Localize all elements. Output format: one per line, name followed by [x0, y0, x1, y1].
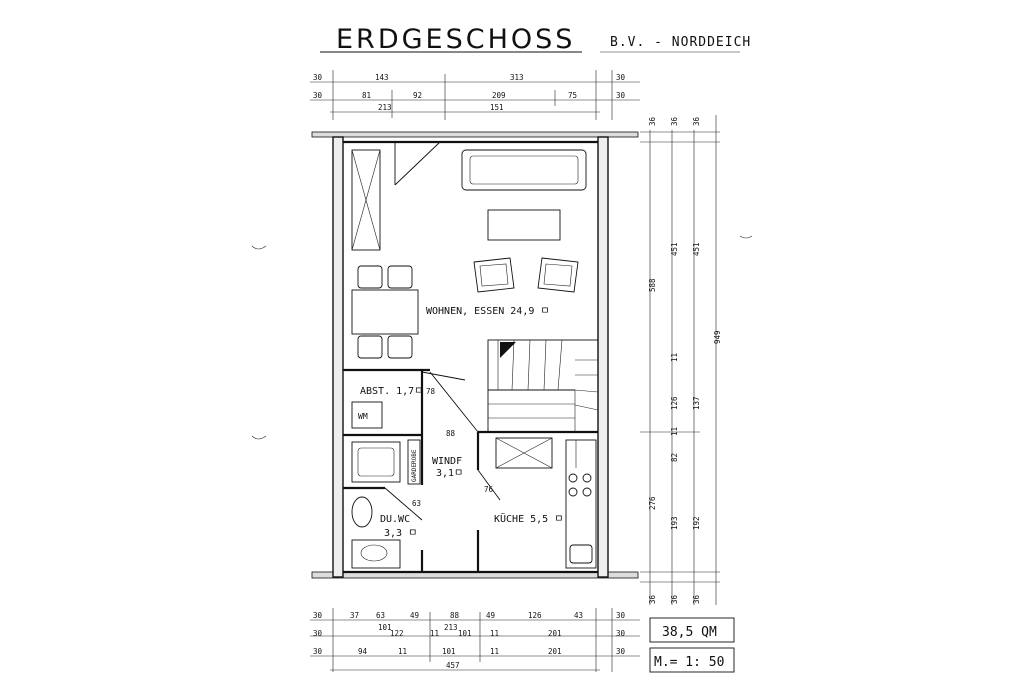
- dim-bottom-18: 30: [616, 629, 626, 638]
- dim-top-2: 143: [375, 73, 389, 82]
- room-label-duwc: DU.WC: [380, 514, 410, 525]
- scale-box: M.= 1: 50: [649, 647, 735, 673]
- dim-top-10: 30: [616, 91, 626, 100]
- right-dimension-chain: 36 36 36 451 451 588 949 11 126 137 11 8…: [640, 115, 722, 605]
- dim-bottom-5: 88: [450, 611, 460, 620]
- dim-right-16: 36: [648, 594, 657, 604]
- stove-burners: [568, 473, 592, 497]
- armchair-left: [473, 257, 515, 293]
- staircase: [487, 339, 599, 433]
- dim-bottom-14: 11: [430, 629, 439, 638]
- dim-right-3: 36: [692, 116, 701, 126]
- dim-bottom-1: 30: [313, 611, 323, 620]
- door-swings: [384, 141, 501, 521]
- dim-bottom-16: 11: [490, 629, 499, 638]
- dim-right-2: 36: [670, 116, 679, 126]
- dim-bottom-6: 49: [486, 611, 495, 620]
- garderobe-label: GARDEROBE: [411, 449, 418, 482]
- dim-bottom-26: 457: [446, 661, 460, 670]
- shower-tray: [351, 441, 401, 483]
- dim-right-8: 11: [670, 353, 679, 362]
- scan-mark-right: [739, 235, 753, 239]
- dim-top-1: 30: [313, 73, 323, 82]
- dim-bottom-3: 63: [376, 611, 385, 620]
- total-area: 38,5 QM: [662, 625, 717, 640]
- dim-top-5: 30: [313, 91, 323, 100]
- kitchen-counter: [495, 437, 597, 569]
- dim-right-11: 11: [670, 427, 679, 436]
- dim-bottom-24: 201: [548, 647, 562, 656]
- dim-bottom-8: 43: [574, 611, 583, 620]
- dim-bottom-4: 49: [410, 611, 419, 620]
- dim-top-3: 313: [510, 73, 524, 82]
- scan-punch-mark-upper: [251, 245, 267, 250]
- dim-right-13: 276: [648, 496, 657, 510]
- washing-machine-label: WM: [358, 412, 368, 421]
- dim-top-7: 92: [413, 91, 422, 100]
- toilet: [351, 496, 401, 569]
- dim-right-1: 36: [648, 116, 657, 126]
- dim-interior-3: 63: [412, 499, 421, 508]
- dim-interior-1: 78: [426, 387, 436, 396]
- coffee-table: [487, 209, 561, 241]
- dim-right-5: 451: [692, 242, 701, 256]
- dim-right-15: 192: [692, 516, 701, 530]
- room-label-windf: WINDF: [432, 456, 462, 467]
- dim-right-4: 451: [670, 242, 679, 256]
- dim-bottom-10: 101: [378, 623, 392, 632]
- dim-bottom-13: 122: [390, 629, 404, 638]
- scan-punch-mark-lower: [251, 435, 267, 440]
- dim-bottom-25: 30: [616, 647, 626, 656]
- room-label-abst: ABST. 1,7ㅁ: [360, 386, 423, 397]
- dim-right-14: 193: [670, 516, 679, 530]
- dim-bottom-2: 37: [350, 611, 359, 620]
- dim-right-17: 36: [670, 594, 679, 604]
- drawing-scale: M.= 1: 50: [654, 655, 724, 670]
- room-label-kueche: KÜCHE 5,5 ㅁ: [494, 512, 563, 525]
- dim-bottom-17: 201: [548, 629, 562, 638]
- cabinet-left: [351, 149, 381, 251]
- plan-title: ERDGESCHOSS: [336, 24, 575, 55]
- armchair-right: [537, 257, 579, 293]
- dim-bottom-11: 213: [444, 623, 458, 632]
- washing-machine: [351, 401, 383, 429]
- dim-interior-4: 76: [484, 485, 494, 494]
- dining-table: [351, 265, 419, 359]
- dim-interior-2: 88: [446, 429, 456, 438]
- area-box: 38,5 QM: [649, 617, 735, 643]
- dim-bottom-15: 101: [458, 629, 472, 638]
- dim-top-6: 81: [362, 91, 371, 100]
- garderobe-cabinet: GARDEROBE: [407, 439, 421, 485]
- dim-top-11: 213: [378, 103, 392, 112]
- project-name: B.V. - NORDDEICH: [610, 35, 751, 50]
- dim-right-12: 82: [670, 453, 679, 462]
- dim-bottom-22: 101: [442, 647, 456, 656]
- dim-bottom-20: 94: [358, 647, 368, 656]
- exterior-walls: [311, 131, 639, 579]
- dim-right-6: 588: [648, 278, 657, 292]
- dim-right-18: 36: [692, 594, 701, 604]
- room-label-windf-area: 3,1ㅁ: [436, 468, 463, 479]
- dim-bottom-7: 126: [528, 611, 542, 620]
- dim-bottom-21: 11: [398, 647, 407, 656]
- room-label-wohnen: WOHNEN, ESSEN 24,9 ㅁ: [426, 306, 550, 317]
- room-label-duwc-area: 3,3 ㅁ: [384, 528, 417, 539]
- kitchen-sink: [569, 544, 593, 564]
- sofa: [461, 149, 587, 191]
- dim-top-4: 30: [616, 73, 626, 82]
- top-dimension-chain: 30 143 313 30 30 81 92 209 75 30 213 151: [310, 70, 640, 120]
- dim-top-12: 151: [490, 103, 504, 112]
- dim-top-8: 209: [492, 91, 506, 100]
- stair-arrow-icon: [500, 342, 516, 358]
- dim-top-9: 75: [568, 91, 577, 100]
- dim-right-10: 137: [692, 396, 701, 410]
- bottom-dimension-chain: 30 37 63 49 88 49 126 43 30 101 213 30 1…: [310, 608, 640, 672]
- dim-right-7: 949: [713, 330, 722, 344]
- dim-bottom-9: 30: [616, 611, 626, 620]
- dim-right-9: 126: [670, 396, 679, 410]
- dim-bottom-23: 11: [490, 647, 499, 656]
- dim-bottom-12: 30: [313, 629, 323, 638]
- dim-bottom-19: 30: [313, 647, 323, 656]
